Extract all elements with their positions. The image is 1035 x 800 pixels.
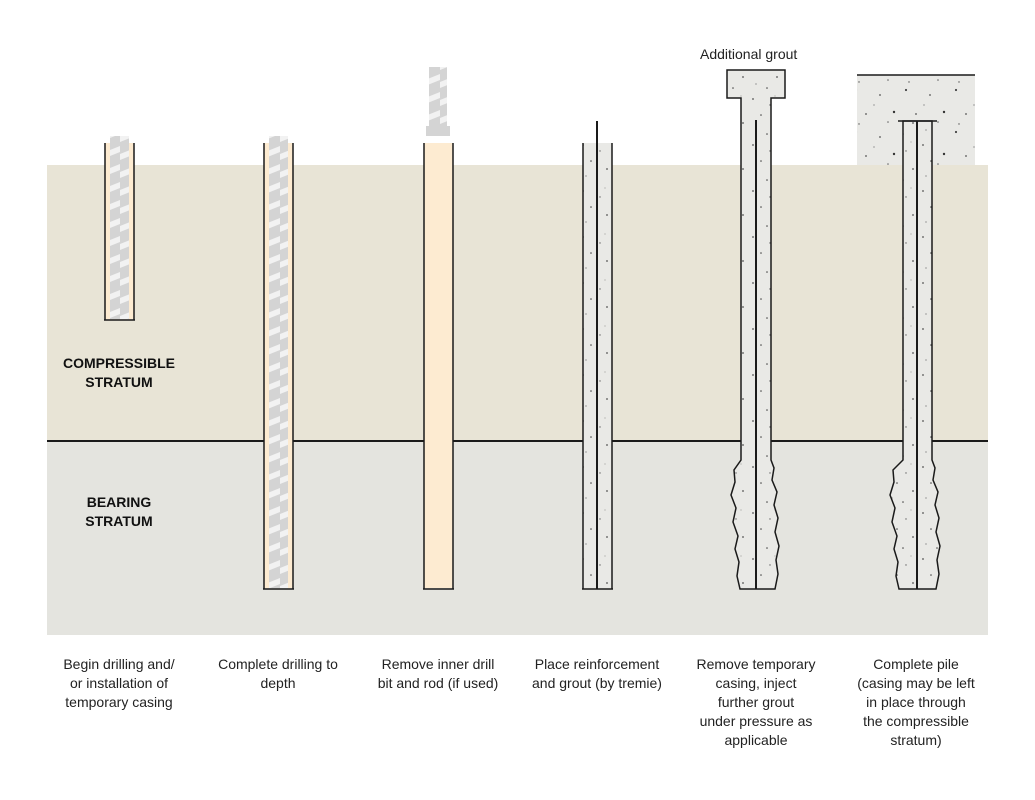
step-3-caption: Remove inner drill bit and rod (if used) <box>377 656 499 691</box>
pile-step-1 <box>104 136 135 321</box>
pile-step-3 <box>423 67 454 590</box>
bearing-stratum <box>47 441 988 635</box>
step-4-caption: Place reinforcement and grout (by tremie… <box>532 656 662 691</box>
compressible-stratum <box>47 165 988 441</box>
pile-step-4 <box>582 121 613 590</box>
pile-step-5 <box>726 69 786 590</box>
auger-drill-removed <box>429 67 447 127</box>
step-2-caption: Complete drilling to depth <box>218 656 338 691</box>
auger-drill <box>269 136 288 588</box>
pile-step-6 <box>857 74 975 590</box>
step-1-caption: Begin drilling and/ or installation of t… <box>63 656 175 710</box>
auger-drill <box>110 136 129 319</box>
bearing-stratum-label: BEARING STRATUM <box>85 494 153 529</box>
casing <box>424 143 453 588</box>
step-6-caption: Complete pile (casing may be left in pla… <box>857 656 975 748</box>
drill-bit <box>426 126 450 136</box>
pile-step-2 <box>263 136 294 590</box>
compressible-stratum-label: COMPRESSIBLE STRATUM <box>62 355 175 390</box>
grout-pile-body <box>889 120 941 590</box>
additional-grout-label: Additional grout <box>700 46 798 62</box>
step-5-caption: Remove temporary casing, inject further … <box>696 656 816 748</box>
